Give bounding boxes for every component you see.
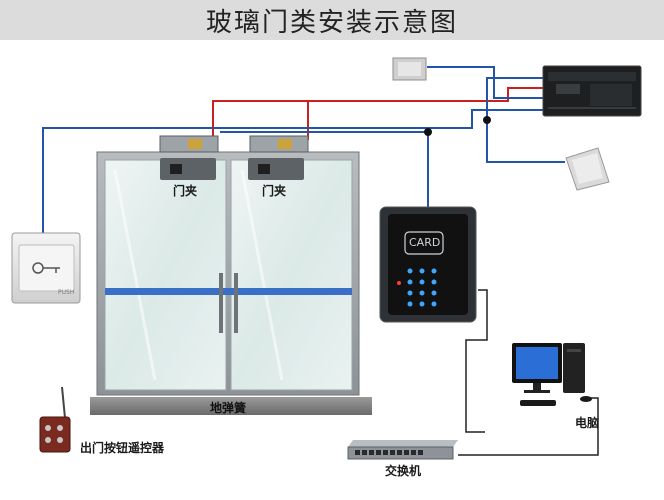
proximity-reader <box>565 147 610 191</box>
glass-door <box>96 135 360 396</box>
door-clamp-right <box>248 158 304 180</box>
door-clamp-left <box>160 158 216 180</box>
card-reader-text: CARD <box>409 236 441 249</box>
remote-control <box>39 386 71 453</box>
blue-wire-to-controller-a <box>428 109 545 129</box>
network-cable <box>465 289 488 433</box>
computer <box>512 343 592 406</box>
floor-spring-label: 地弹簧 <box>210 401 247 415</box>
red-wire <box>212 100 309 140</box>
exit-button-text: PUSH <box>58 289 75 296</box>
computer-label: 电脑 <box>575 416 600 430</box>
switch-label: 交换机 <box>385 464 422 478</box>
blue-wire-to-reader <box>486 120 565 163</box>
page-title: 玻璃门类安装示意图 <box>205 7 458 38</box>
door-clamp-left-label: 门夹 <box>173 184 198 198</box>
wire-junction <box>424 128 432 136</box>
network-cable-pc <box>458 397 599 456</box>
network-switch <box>347 440 458 460</box>
title-bar: 玻璃门类安装示意图 <box>0 0 664 40</box>
exit-button <box>11 232 81 304</box>
door-clamp-right-label: 门夹 <box>262 184 287 198</box>
wall-button <box>392 57 427 81</box>
wire-junction <box>483 116 491 124</box>
blue-wire-to-controller-b <box>486 77 545 120</box>
blue-wire-to-button <box>427 66 545 99</box>
access-controller <box>542 65 642 117</box>
wiring <box>42 66 599 456</box>
remote-label: 出门按钮遥控器 <box>80 441 165 455</box>
blue-wire-main <box>42 127 428 236</box>
red-wire-to-controller <box>308 87 545 102</box>
card-reader <box>379 206 477 323</box>
floor-spring-bar <box>90 397 372 415</box>
